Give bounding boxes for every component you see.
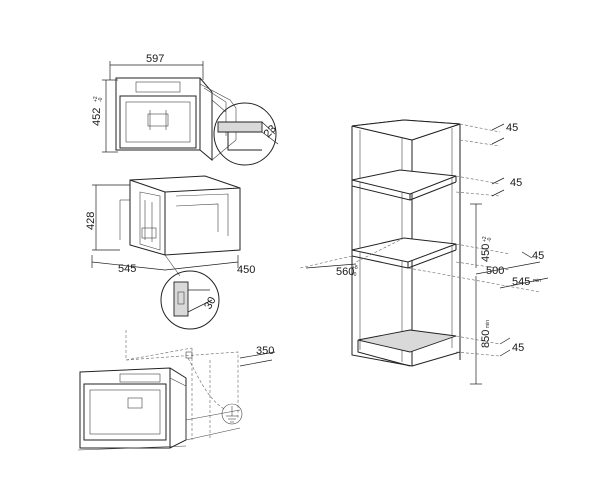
side-oven-detail: 30 [160,254,220,330]
cabinet-niche-width-label: 560 [336,266,354,278]
cabinet-niche-depth-label: 500 [486,265,504,277]
cabinet-upper-gap-label: 45 [510,177,522,189]
side-oven-height-label: 428 [85,212,97,230]
bottom-oven-cable-label: 350 [256,345,274,357]
cabinet-base-height-label: 850 [480,330,492,348]
side-oven-front-label: 450 [237,264,255,276]
svg-text:-0: -0 [487,237,493,242]
cabinet-bottom-gap-label: 45 [512,342,524,354]
top-oven-height-tol: +2 [93,96,99,102]
cabinet-niche-height-label: 450 [480,244,492,262]
cabinet-drawing: 45 45 450 +2 -0 560 +8 -0 45 500 545 min… [299,119,549,385]
cabinet-niche-depth-min-unit: min [533,278,541,284]
cabinet-shelf-gap-label: 45 [532,250,544,262]
top-oven-drawing: 597 452 +2 -0 [91,53,237,162]
side-oven-angle-label: 30 [202,295,219,312]
cabinet-base-height-unit: min [485,320,491,328]
top-oven-height-label: 452 [91,108,103,126]
side-oven-drawing: 428 545 450 [85,175,255,276]
cabinet-niche-depth-min-label: 545 [512,276,530,288]
svg-text:-0: -0 [98,97,104,102]
svg-text:+8: +8 [352,265,358,271]
top-oven-width-label: 597 [146,53,164,65]
bottom-oven-drawing: 350 [77,330,276,451]
svg-text:+2: +2 [482,236,488,242]
top-oven-detail: 23 [213,102,279,166]
svg-text:-0: -0 [352,272,357,278]
side-oven-depth-label: 545 [118,263,136,275]
cabinet-top-gap-label: 45 [506,122,518,134]
